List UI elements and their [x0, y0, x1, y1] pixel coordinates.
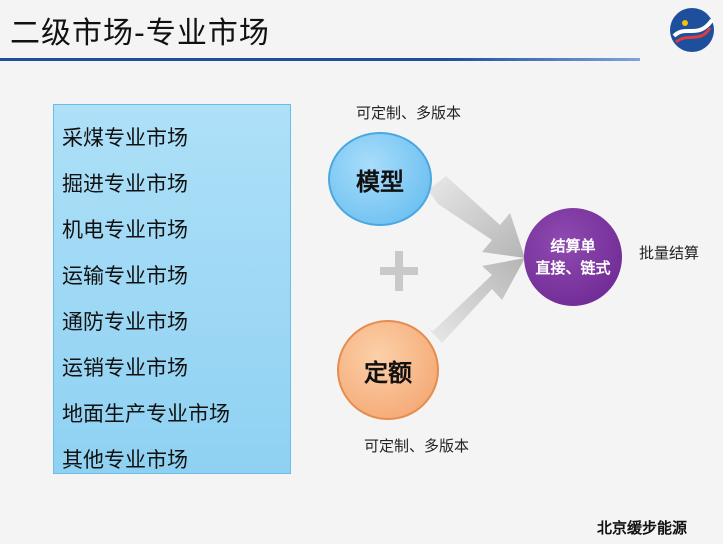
quota-caption: 可定制、多版本 — [364, 437, 470, 455]
settlement-line1: 结算单 — [550, 237, 596, 255]
list-item: 采煤专业市场 — [62, 126, 188, 150]
list-item: 运销专业市场 — [62, 356, 188, 380]
settlement-circle: 结算单 直接、链式 — [524, 208, 622, 306]
settlement-line2: 直接、链式 — [535, 259, 611, 277]
model-caption: 可定制、多版本 — [356, 104, 462, 122]
market-list-panel: 采煤专业市场 掘进专业市场 机电专业市场 运输专业市场 通防专业市场 运销专业市… — [53, 104, 291, 474]
list-item: 掘进专业市场 — [62, 172, 188, 196]
list-item: 机电专业市场 — [62, 218, 188, 242]
list-item: 其他专业市场 — [62, 448, 188, 472]
quota-circle: 定额 — [337, 320, 439, 420]
list-item: 运输专业市场 — [62, 264, 188, 288]
title-underline — [0, 58, 640, 61]
page-title: 二级市场-专业市场 — [10, 16, 270, 51]
list-item: 通防专业市场 — [62, 310, 188, 334]
model-label: 模型 — [356, 167, 404, 196]
arrow-model-to-settle — [428, 176, 525, 258]
list-item: 地面生产专业市场 — [62, 402, 230, 426]
swoosh-logo-icon — [670, 8, 714, 52]
model-circle: 模型 — [328, 132, 432, 226]
quota-label: 定额 — [364, 358, 412, 387]
company-footer: 北京缓步能源 — [597, 519, 688, 537]
arrow-quota-to-settle — [428, 258, 525, 343]
batch-settlement-label: 批量结算 — [639, 244, 700, 262]
plus-icon — [380, 251, 418, 291]
